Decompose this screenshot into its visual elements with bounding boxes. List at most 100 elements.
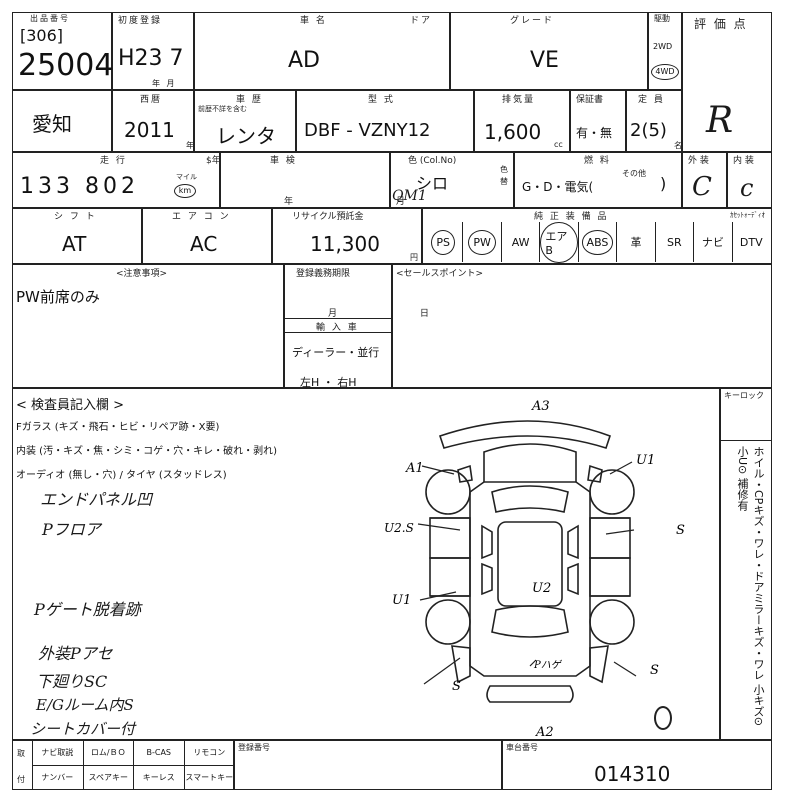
displacement-unit: cc	[554, 140, 563, 149]
model-value: DBF - VZNY12	[304, 120, 431, 141]
equipment-label-text: エアB	[540, 221, 578, 263]
region-value: 愛知	[32, 112, 72, 136]
exterior-cell	[682, 152, 727, 208]
shift-cell	[12, 208, 142, 264]
reg-no-cell	[234, 740, 502, 790]
fuel-cell	[514, 152, 682, 208]
lot-sub: [306]	[20, 26, 64, 45]
mileage-unit: km	[174, 184, 196, 198]
glass-line: Fガラス (キズ・飛石・ヒビ・リペア跡・X要)	[16, 422, 220, 433]
mark-p-hage: Pハゲ	[533, 659, 563, 671]
equipment-item: SR	[654, 222, 693, 262]
inspection-sub: $年	[206, 156, 221, 166]
door-label: ドア	[410, 16, 433, 26]
equipment-cell	[422, 208, 772, 264]
chassis-cell	[502, 740, 772, 790]
warranty-label: 保証書	[576, 95, 604, 105]
mark-a2: A2	[535, 725, 554, 740]
drive-label: 駆動	[654, 14, 670, 23]
mark-u1-top: U1	[636, 453, 655, 468]
fuel-label: 燃 料	[584, 156, 611, 166]
footer-top-item: ナビ取説	[32, 740, 83, 765]
recycle-value: 11,300	[310, 232, 380, 256]
color-label: 色 (Col.No)	[408, 156, 457, 166]
equipment-item: DTV	[731, 222, 770, 262]
interior-cell	[727, 152, 772, 208]
interior-label: 内 装	[733, 156, 754, 166]
mark-s-rear-right: S	[650, 663, 659, 678]
footer-item-label: ナンバー	[41, 773, 74, 782]
footer-item-label: スペアキー	[88, 773, 128, 782]
history-label: 車 歴	[236, 95, 263, 105]
footer-bottom-item: スマートキー	[183, 765, 235, 790]
mark-u2s: U2.S	[384, 521, 414, 535]
footer-item-label: B-CAS	[146, 748, 171, 757]
mark-a1: A1	[405, 461, 424, 476]
side-notes: ホイル・CPキズ・ワレ・ドアミラーキズ・ワレ 小キズ⊙ 小U⊙ 補修有	[736, 446, 765, 727]
score-value: R	[706, 100, 734, 141]
footer-left-bottom: 付	[17, 775, 25, 784]
sales-label: <セールスポイント>	[396, 269, 484, 279]
footer-item-label: ロム/ＢＯ	[90, 748, 126, 757]
color-code: QM1	[392, 188, 427, 204]
mark-s-left: S	[452, 679, 461, 694]
exterior-value: C	[692, 172, 712, 202]
equipment-label-text: DTV	[739, 235, 763, 249]
mileage-cell	[12, 152, 220, 208]
footer-grid: ナビ取説ロム/ＢＯ B-CAS リモコンナンバー スペアキーキーレススマートキー	[32, 740, 234, 790]
color-cell	[390, 152, 514, 208]
chassis-value: 014310	[594, 762, 671, 786]
history-cell	[194, 90, 296, 152]
year-value: 2011	[124, 118, 175, 142]
footer-top-item: リモコン	[183, 740, 235, 765]
grade-value: VE	[530, 48, 559, 73]
hand-note-4: 外装Pアセ	[38, 644, 113, 663]
warranty-value: 有・無	[576, 126, 613, 140]
equipment-label-text: SR	[667, 235, 682, 249]
interior-value: c	[740, 174, 754, 202]
score-cell	[682, 12, 772, 152]
lot-label: 出品番号	[30, 14, 70, 23]
chassis-label: 車台番号	[506, 743, 538, 752]
car-name-label: 車 名	[300, 16, 327, 26]
footer-left-top: 取	[17, 749, 25, 758]
displacement-cell	[474, 90, 570, 152]
color-value: シロ	[416, 174, 449, 193]
inspector-title: < 検査員記入欄 >	[16, 398, 125, 413]
mark-a3: A3	[531, 399, 550, 414]
ac-value: AC	[190, 232, 218, 256]
model-label: 型 式	[368, 95, 395, 105]
footer-item-label: スマートキー	[185, 773, 234, 782]
equipment-label-text: AW	[511, 235, 530, 249]
drive-2wd: 2WD	[653, 42, 673, 51]
equipment-item: エアB	[539, 221, 578, 263]
displacement-label: 排気量	[502, 95, 536, 105]
reg-expiry-label: 登録義務期限	[296, 269, 351, 279]
keylock-cell	[720, 388, 772, 740]
grade-cell	[450, 12, 648, 90]
car-name-cell	[194, 12, 450, 90]
history-sub: 前歴不詳を含む	[198, 105, 247, 113]
inspection-label: 車 検	[270, 156, 297, 166]
footer-bottom-item: キーレス	[133, 765, 184, 790]
fuel-close: )	[660, 174, 667, 193]
inspection-cell	[220, 152, 390, 208]
mark-u2-center: U2	[532, 581, 551, 596]
ac-cell	[142, 208, 272, 264]
spare-tire-icon	[654, 706, 672, 730]
mileage-label: 走 行	[100, 156, 127, 166]
equipment-label-text: PW	[468, 229, 496, 255]
keylock-label: キーロック	[724, 391, 764, 400]
year-label: 西暦	[140, 95, 163, 105]
hand-note-1: エンドパネル凹	[40, 490, 153, 509]
model-cell	[296, 90, 474, 152]
lot-number: 25004	[18, 48, 114, 83]
recycle-label: リサイクル預託金	[292, 212, 364, 222]
inspector-cell	[12, 388, 720, 740]
equipment-label-text: ナビ	[701, 236, 724, 249]
steering-value: 左H ・ 右H	[300, 376, 357, 389]
capacity-value: 2(5)	[630, 120, 667, 141]
reg-no-label: 登録番号	[238, 743, 270, 752]
